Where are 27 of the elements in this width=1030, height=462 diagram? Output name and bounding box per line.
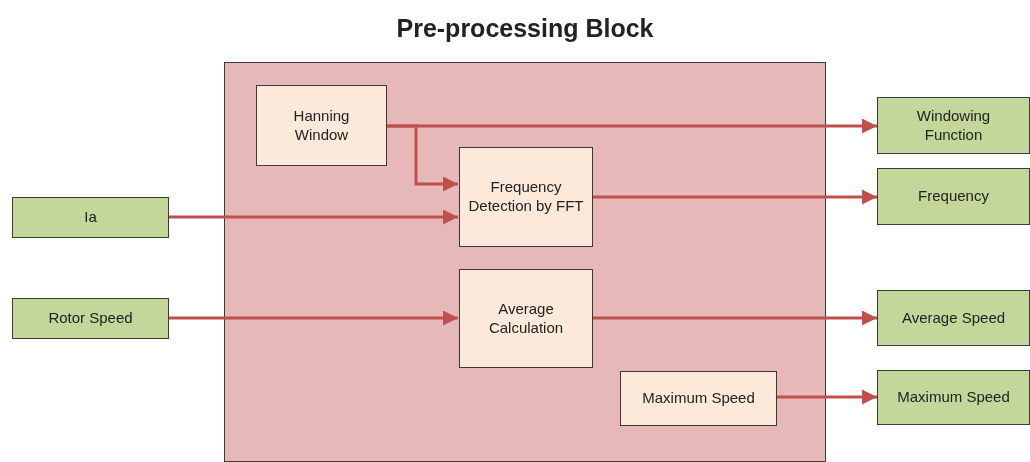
process-box <box>12 197 169 238</box>
process-box <box>12 298 169 339</box>
box-label: Average Speed <box>900 308 1007 328</box>
box-label: Ia <box>83 208 98 227</box>
box-label: Frequency <box>917 187 990 206</box>
process-box <box>877 370 1030 425</box>
box-label: Maximum Speed <box>641 389 756 408</box>
box-label: Maximum Speed <box>896 388 1011 407</box>
block-title: Pre-processing Block <box>395 13 655 44</box>
box-label: Hanning Window <box>292 106 351 145</box>
box-label: Rotor Speed <box>47 309 134 328</box>
arrow <box>386 124 458 192</box>
process-box <box>877 97 1030 154</box>
arrow <box>592 310 877 326</box>
arrow <box>776 389 877 405</box>
arrow <box>169 209 458 225</box>
box-label: Windowing Function <box>915 106 992 145</box>
process-box <box>620 371 777 426</box>
arrow <box>169 310 458 326</box>
box-label: Frequency Detection by FFT <box>467 178 585 216</box>
process-box <box>877 168 1030 225</box>
process-box <box>459 147 593 247</box>
process-box <box>459 269 593 368</box>
process-box <box>877 290 1030 346</box>
box-label: Average Calculation <box>487 299 565 338</box>
arrow <box>592 189 877 205</box>
process-box <box>256 85 387 166</box>
